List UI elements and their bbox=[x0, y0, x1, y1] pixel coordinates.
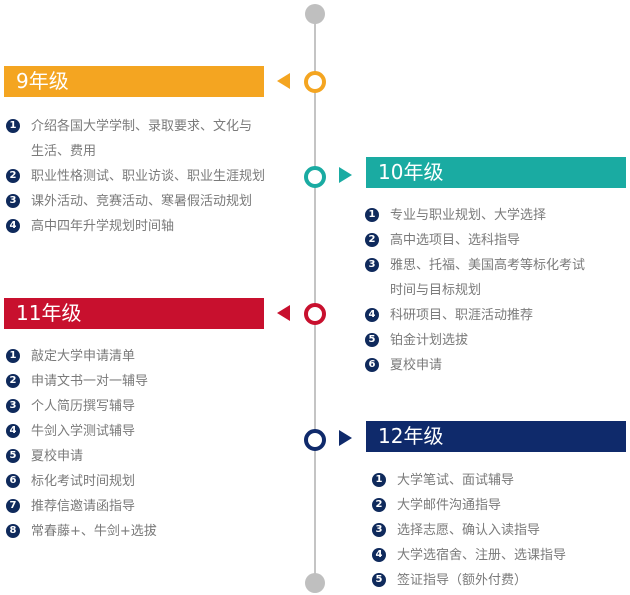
number-badge: 3 bbox=[6, 399, 20, 413]
number-badge: 8 bbox=[6, 524, 20, 538]
number-badge: 1 bbox=[6, 349, 20, 363]
grade-12-arrow-icon bbox=[339, 430, 352, 446]
grade-11-title: 11年级 bbox=[16, 301, 82, 325]
number-badge: 1 bbox=[365, 208, 379, 222]
grade-11-arrow-icon bbox=[277, 305, 290, 321]
grade-12-node-icon bbox=[304, 429, 326, 451]
number-badge: 4 bbox=[365, 308, 379, 322]
grade-10-header: 10年级 bbox=[366, 157, 626, 188]
timeline-start-dot bbox=[305, 4, 325, 24]
number-badge: 4 bbox=[6, 424, 20, 438]
number-badge: 2 bbox=[372, 498, 386, 512]
number-badge: 6 bbox=[365, 358, 379, 372]
number-badge: 1 bbox=[372, 473, 386, 487]
grade-9-title: 9年级 bbox=[16, 69, 69, 93]
number-badge: 5 bbox=[6, 449, 20, 463]
number-badge: 4 bbox=[372, 548, 386, 562]
grade-10-arrow-icon bbox=[339, 167, 352, 183]
grade-9-arrow-icon bbox=[277, 73, 290, 89]
number-badge: 3 bbox=[365, 258, 379, 272]
grade-9-header: 9年级 bbox=[4, 66, 264, 97]
grade-11-node-icon bbox=[304, 303, 326, 325]
number-badge: 2 bbox=[6, 374, 20, 388]
grade-11-header: 11年级 bbox=[4, 298, 264, 329]
grade-9-node-icon bbox=[304, 71, 326, 93]
number-badge: 2 bbox=[365, 233, 379, 247]
grade-10-title: 10年级 bbox=[378, 160, 444, 184]
number-badge: 3 bbox=[372, 523, 386, 537]
timeline-end-dot bbox=[305, 573, 325, 593]
grade-12-title: 12年级 bbox=[378, 424, 444, 448]
grade-12-header: 12年级 bbox=[366, 421, 626, 452]
number-badge: 5 bbox=[372, 573, 386, 587]
number-badge: 1 bbox=[6, 119, 20, 133]
grade-10-node-icon bbox=[304, 166, 326, 188]
number-badge: 6 bbox=[6, 474, 20, 488]
number-badge: 5 bbox=[365, 333, 379, 347]
timeline-line bbox=[314, 14, 316, 583]
number-badge: 7 bbox=[6, 499, 20, 513]
number-badge: 2 bbox=[6, 169, 20, 183]
number-badge: 3 bbox=[6, 194, 20, 208]
number-badge: 4 bbox=[6, 219, 20, 233]
